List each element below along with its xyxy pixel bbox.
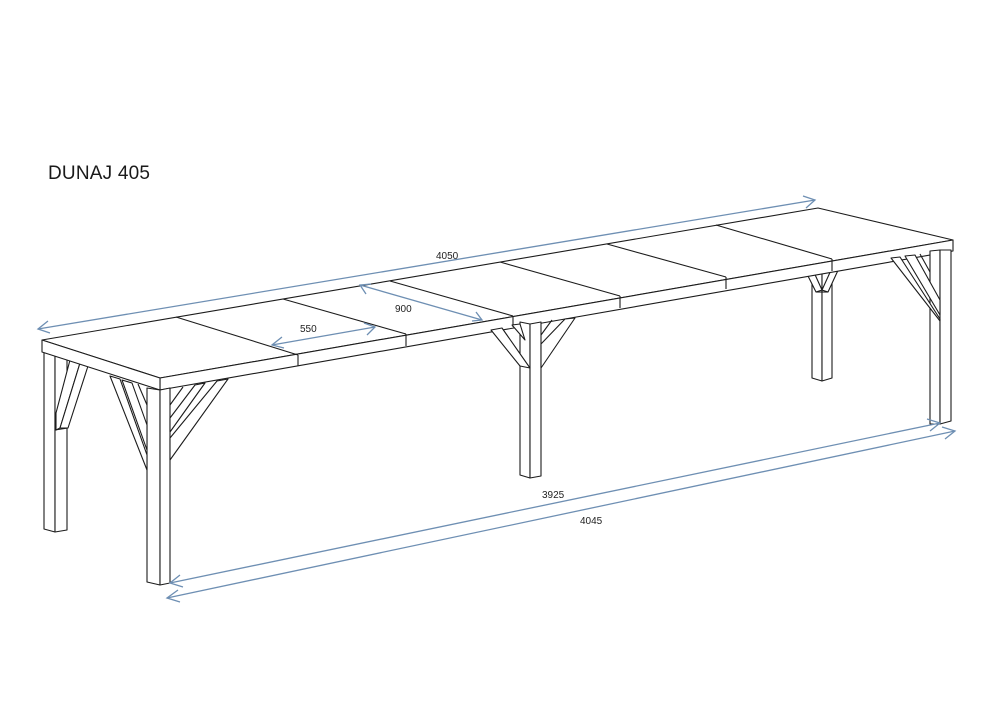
leaf-seam: [389, 280, 514, 317]
dimension-leaf-900: 900: [358, 283, 484, 322]
middle-leg: [490, 317, 576, 479]
dim-label-4045: 4045: [580, 516, 603, 527]
dim-label-3925: 3925: [542, 490, 565, 501]
dimension-leg-span: 3925: [168, 418, 942, 588]
leaf-seam: [499, 261, 621, 297]
product-title: DUNAJ 405: [48, 163, 151, 184]
front-right-leg: [890, 249, 952, 425]
table-top: [41, 207, 954, 391]
front-left-leg: [109, 375, 229, 586]
leaf-seam: [715, 224, 833, 260]
leaf-seam: [282, 298, 407, 335]
dim-label-900: 900: [395, 304, 412, 315]
dimension-overall-base: 4045: [165, 426, 957, 603]
dim-label-550: 550: [300, 324, 317, 335]
dimension-leaf-550: 550: [270, 322, 377, 349]
dim-label-4050: 4050: [436, 251, 459, 262]
dimension-top-length: 4050: [36, 195, 817, 334]
back-right-rear-leg: [803, 265, 841, 382]
back-left-leg: [43, 351, 89, 533]
leaf-seam: [175, 316, 299, 356]
leaf-seam: [606, 243, 727, 278]
